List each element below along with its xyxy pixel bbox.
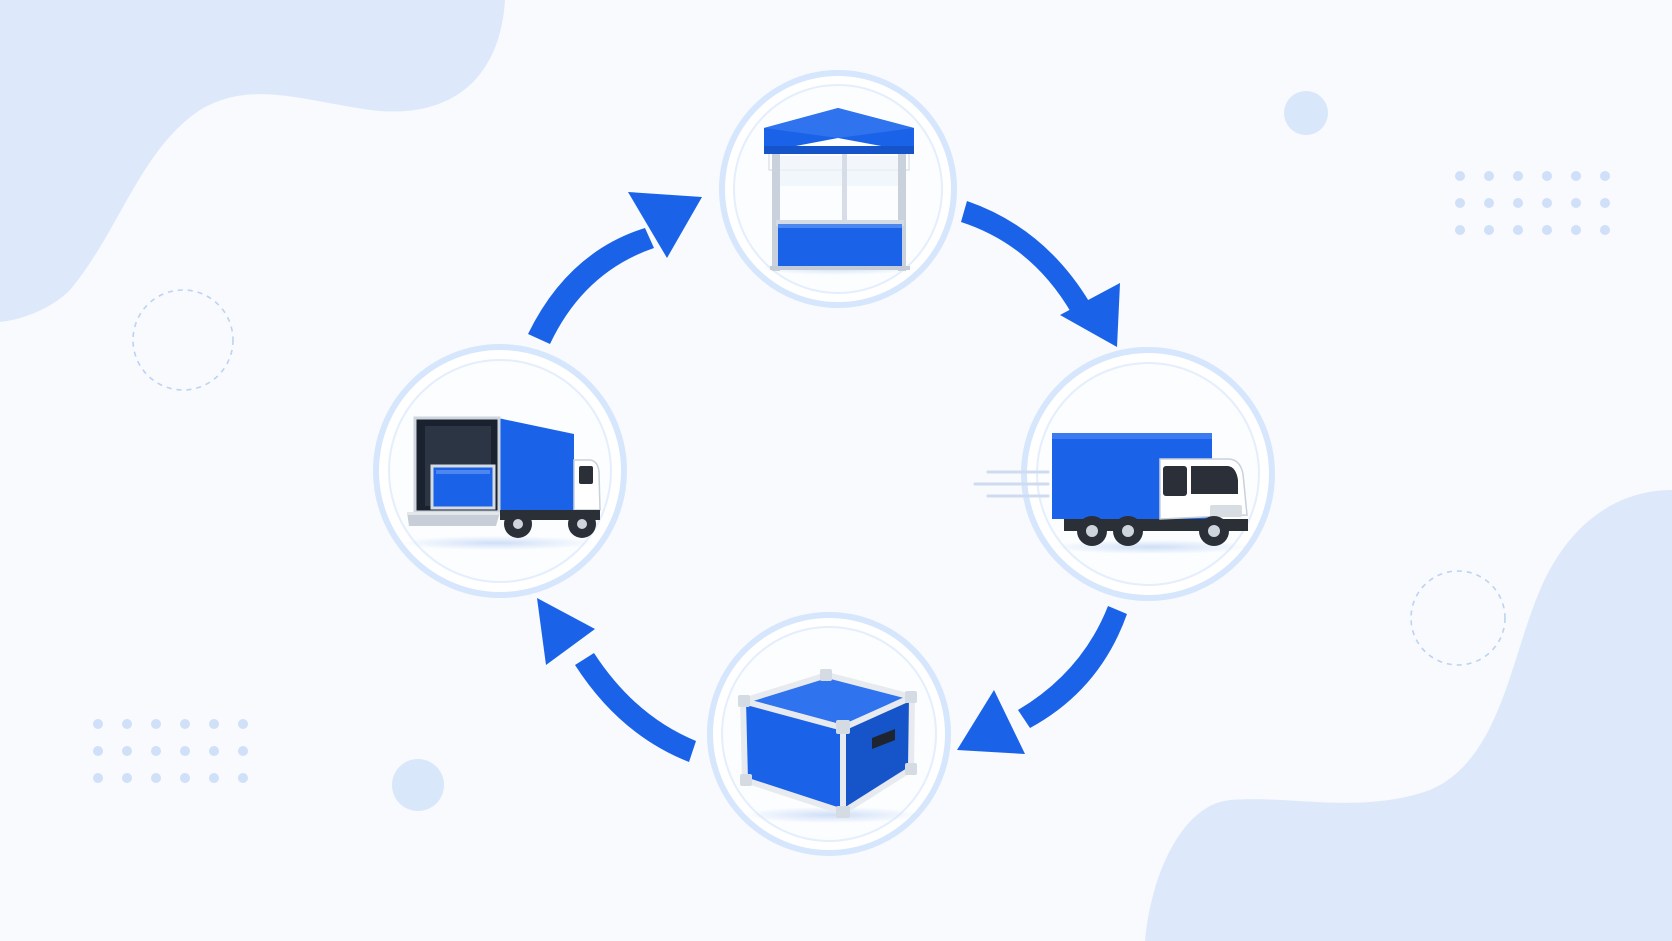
arrow-booth-to-truck — [961, 201, 1120, 347]
arrow-loader-to-booth — [528, 192, 702, 344]
dashed-circle-left — [132, 289, 234, 391]
loading-truck-icon — [399, 416, 601, 550]
arrow-case-to-loader — [537, 598, 696, 762]
dot-grid-top-right — [1455, 171, 1610, 235]
dot-grid-bottom-left — [93, 719, 248, 783]
booth-kiosk-icon — [758, 108, 918, 275]
dashed-circle-right — [1410, 570, 1506, 666]
stage-transport-case — [707, 612, 951, 856]
solid-dot-bottom-left — [392, 759, 444, 811]
solid-dot-top-right — [1284, 91, 1328, 135]
speed-lines — [973, 470, 1050, 498]
stage-delivery-truck — [973, 347, 1275, 601]
top-left-wave-blob — [0, 0, 505, 322]
transport-case-icon — [738, 669, 922, 823]
stage-loading-truck — [373, 344, 627, 598]
bottom-right-wave-blob — [1145, 490, 1672, 941]
delivery-truck-icon — [973, 433, 1252, 554]
stage-booth — [719, 70, 957, 308]
arrow-truck-to-case — [957, 606, 1127, 754]
